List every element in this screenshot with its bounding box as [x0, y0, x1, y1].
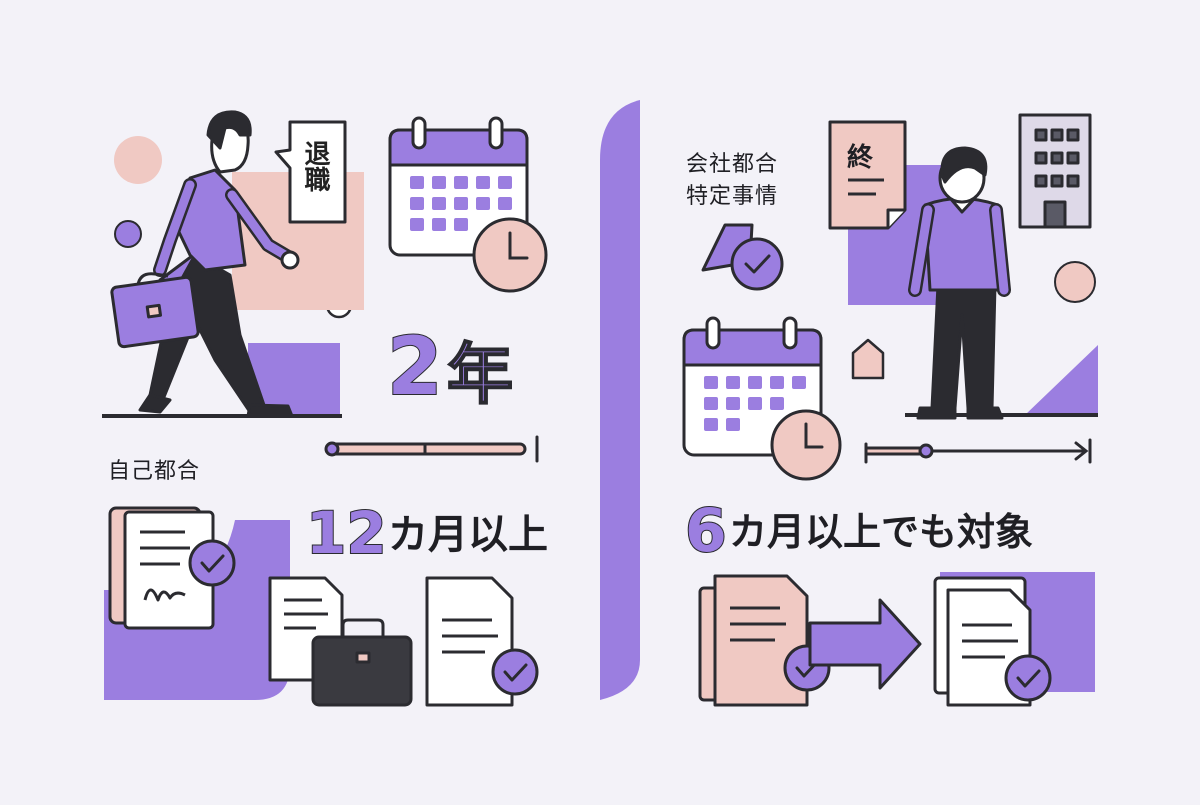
- building-icon: [1018, 113, 1092, 229]
- document-stack-white-icon: [933, 576, 1052, 707]
- clock-icon-right: [770, 409, 842, 481]
- timeline-bar-left: [324, 435, 539, 463]
- person-head-down-icon: [908, 146, 1011, 420]
- timeline-bar-right: [864, 438, 1092, 464]
- arrow-right-icon: [808, 598, 922, 690]
- decor-pink-circle-right: [1054, 261, 1096, 303]
- decor-purple-triangle: [1025, 345, 1098, 415]
- termination-mark: 終: [847, 143, 874, 173]
- reason-label-special: 特定事情: [686, 184, 779, 209]
- center-divider: [600, 100, 640, 700]
- calendar-grid-right: [704, 376, 806, 431]
- decor-pink-circle: [114, 136, 162, 184]
- reason-label-self: 自己都合: [108, 459, 201, 484]
- briefcase-icon: [110, 272, 200, 349]
- months-number-right: 6: [684, 496, 728, 566]
- shapes-check-icon: [701, 223, 784, 291]
- document-check-icon: [108, 506, 236, 630]
- calendar-grid: [410, 176, 512, 231]
- speech-bubble-text: 退職: [300, 140, 330, 192]
- speech-bubble: [274, 120, 347, 224]
- months-number-left: 12: [305, 499, 388, 567]
- termination-document-icon: [828, 120, 907, 230]
- months-unit-left: カ月以上: [388, 512, 548, 558]
- months-unit-right: カ月以上でも対象: [729, 510, 1034, 554]
- house-icon: [851, 338, 885, 380]
- reason-label-company: 会社都合: [686, 152, 779, 177]
- clock-icon: [472, 217, 548, 293]
- document-stack-pink-icon: [698, 574, 831, 707]
- years-number: 2: [386, 320, 444, 413]
- document-check-icon-2: [425, 576, 539, 707]
- decor-purple-circle: [114, 220, 142, 248]
- years-unit: 年: [446, 335, 514, 414]
- briefcase-dark-icon: [311, 618, 413, 707]
